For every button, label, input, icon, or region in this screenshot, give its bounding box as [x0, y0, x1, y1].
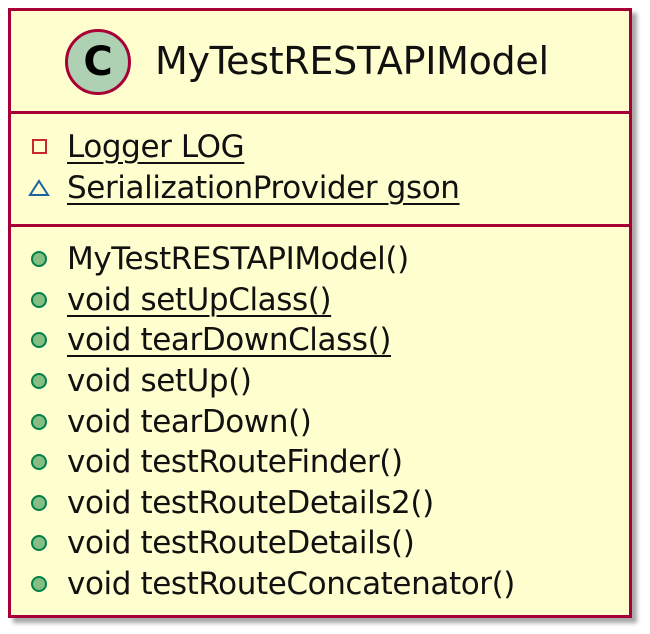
- method-text: void testRouteConcatenator(): [67, 566, 516, 603]
- method-row: void tearDown(): [11, 401, 629, 442]
- method-text: void tearDown(): [67, 403, 312, 440]
- method-text: void tearDownClass(): [67, 322, 392, 359]
- public-visibility-icon: [11, 535, 67, 552]
- method-row: MyTestRESTAPIModel(): [11, 239, 629, 280]
- method-text: void testRouteFinder(): [67, 444, 403, 481]
- method-text: void testRouteDetails2(): [67, 484, 434, 521]
- package-visibility-icon: [11, 178, 67, 197]
- class-header: C MyTestRESTAPIModel: [11, 11, 629, 114]
- method-row: void tearDownClass(): [11, 320, 629, 361]
- public-visibility-icon: [11, 454, 67, 471]
- public-visibility-icon: [11, 291, 67, 308]
- method-text: void testRouteDetails(): [67, 525, 415, 562]
- uml-class-box: C MyTestRESTAPIModel Logger LOG Serializ…: [8, 8, 632, 618]
- fields-compartment: Logger LOG SerializationProvider gson: [11, 114, 629, 227]
- field-row: Logger LOG: [11, 126, 629, 167]
- public-visibility-icon: [11, 494, 67, 511]
- public-visibility-icon: [11, 251, 67, 268]
- method-row: void testRouteDetails(): [11, 523, 629, 564]
- method-row: void testRouteFinder(): [11, 442, 629, 483]
- public-visibility-icon: [11, 373, 67, 390]
- methods-compartment: MyTestRESTAPIModel() void setUpClass() v…: [11, 227, 629, 604]
- field-row: SerializationProvider gson: [11, 167, 629, 208]
- method-row: void testRouteConcatenator(): [11, 564, 629, 605]
- private-visibility-icon: [11, 139, 67, 154]
- class-name: MyTestRESTAPIModel: [155, 39, 549, 83]
- method-text: void setUpClass(): [67, 281, 332, 318]
- method-row: void setUpClass(): [11, 280, 629, 321]
- field-text: SerializationProvider gson: [67, 169, 460, 206]
- public-visibility-icon: [11, 332, 67, 349]
- method-row: void setUp(): [11, 361, 629, 402]
- method-text: MyTestRESTAPIModel(): [67, 241, 409, 278]
- class-stereotype-icon: C: [65, 29, 131, 95]
- method-text: void setUp(): [67, 363, 252, 400]
- field-text: Logger LOG: [67, 128, 245, 165]
- class-icon-letter: C: [83, 39, 113, 85]
- public-visibility-icon: [11, 413, 67, 430]
- public-visibility-icon: [11, 576, 67, 593]
- method-row: void testRouteDetails2(): [11, 483, 629, 524]
